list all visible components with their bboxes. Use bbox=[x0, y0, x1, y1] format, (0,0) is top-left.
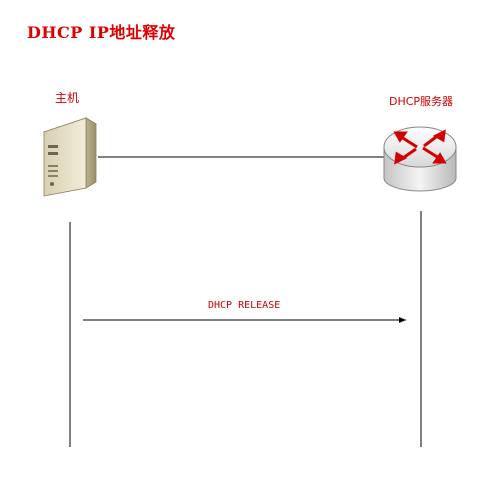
server-label: DHCP服务器 bbox=[389, 95, 454, 108]
router-icon bbox=[383, 126, 457, 192]
host-label: 主机 bbox=[55, 91, 80, 105]
server-tower-icon bbox=[43, 117, 97, 197]
message-label: DHCP RELEASE bbox=[208, 300, 281, 311]
page-title: DHCP IP地址释放 bbox=[27, 23, 176, 42]
